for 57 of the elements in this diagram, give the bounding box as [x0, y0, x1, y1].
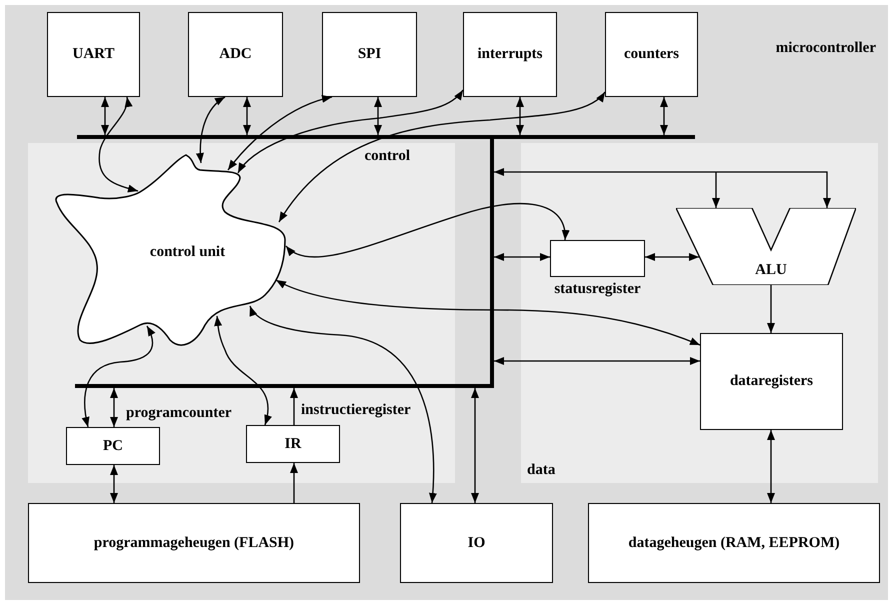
arrow [110, 388, 118, 427]
arrow [249, 306, 437, 504]
component-box [700, 333, 843, 430]
label-text: ALU [755, 260, 787, 280]
register-label: programcounter [126, 404, 232, 423]
bus-bar [77, 135, 695, 139]
arrow [645, 253, 699, 261]
arrow [98, 96, 138, 192]
component-box [28, 503, 360, 583]
arrow [196, 96, 226, 164]
component-box [47, 12, 140, 97]
arrow [278, 92, 606, 222]
component-box [400, 503, 553, 583]
arrow [243, 97, 251, 135]
label-text: dataregisters [730, 372, 814, 392]
arrow [767, 285, 775, 333]
label-text: microcontroller [776, 39, 876, 58]
label-text: PC [103, 436, 123, 456]
arrow [110, 465, 118, 503]
arrow [494, 357, 700, 365]
data-area [521, 143, 878, 483]
label-text: SPI [358, 45, 382, 64]
label-text: counters [624, 45, 679, 64]
arrow [660, 97, 668, 135]
arrow [101, 97, 109, 135]
label-text: IO [468, 534, 486, 553]
arrow [494, 253, 550, 261]
component-box [605, 12, 698, 97]
arrow [276, 279, 700, 346]
label-text: UART [72, 45, 114, 64]
arrow [471, 388, 479, 503]
label-text: statusregister [554, 280, 641, 298]
arrow [214, 316, 272, 426]
label-text: programmageheugen (FLASH) [94, 534, 294, 553]
label-text: ADC [219, 45, 252, 64]
component-box [463, 12, 557, 97]
register-label: instructieregister [301, 401, 411, 420]
arrow [516, 97, 524, 135]
label-text: data [527, 460, 556, 480]
label-text: datageheugen (RAM, EEPROM) [628, 534, 840, 553]
component-box [588, 503, 880, 583]
arrow [767, 430, 775, 503]
arrow [290, 463, 298, 503]
arrow [237, 90, 464, 174]
arrow [374, 97, 382, 135]
label-text: control [364, 147, 410, 166]
arrow [286, 203, 569, 258]
control-area [28, 143, 455, 483]
label-text: interrupts [478, 45, 542, 64]
component-box [188, 12, 283, 97]
label-text: IR [284, 434, 302, 454]
label-text: control unit [150, 243, 226, 262]
chip-background [5, 5, 888, 600]
arrow [227, 95, 332, 170]
arrow [290, 388, 298, 425]
component-box [322, 12, 417, 97]
arrow [82, 326, 156, 428]
